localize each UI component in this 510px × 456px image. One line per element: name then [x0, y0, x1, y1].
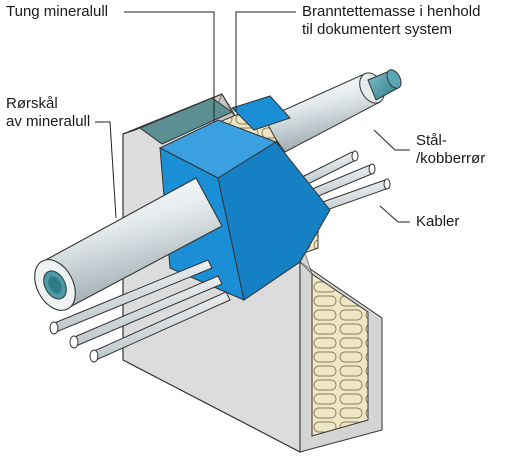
label-fire-sealant-line1: Branntettemasse i henhold [302, 3, 481, 20]
pipe-front-segment [34, 177, 223, 311]
label-fire-sealant-line2: til dokumentert system [302, 21, 453, 38]
leader-rorskal [95, 121, 117, 219]
cables-front [49, 259, 231, 363]
leader-kabler [379, 205, 410, 223]
leader-branntettemasse [235, 11, 296, 112]
pipe-back-segment [261, 69, 402, 153]
mineral-wool-core [311, 273, 369, 437]
leader-stal [373, 129, 410, 151]
cables-back [299, 150, 391, 219]
leader-tung-mineralull [124, 11, 215, 120]
sealant-top-strip [138, 97, 234, 145]
leader-lines [95, 11, 410, 223]
label-steel-pipe-line1: Stål- [416, 132, 447, 149]
label-pipe-insulation-line1: Rørskål [6, 95, 58, 112]
label-heavy-mineral-wool: Tung mineralull [6, 3, 108, 20]
label-steel-pipe-line2: /kobberrør [416, 150, 486, 167]
label-cables: Kabler [416, 213, 460, 230]
label-pipe-insulation-line2: av mineralull [6, 113, 91, 130]
